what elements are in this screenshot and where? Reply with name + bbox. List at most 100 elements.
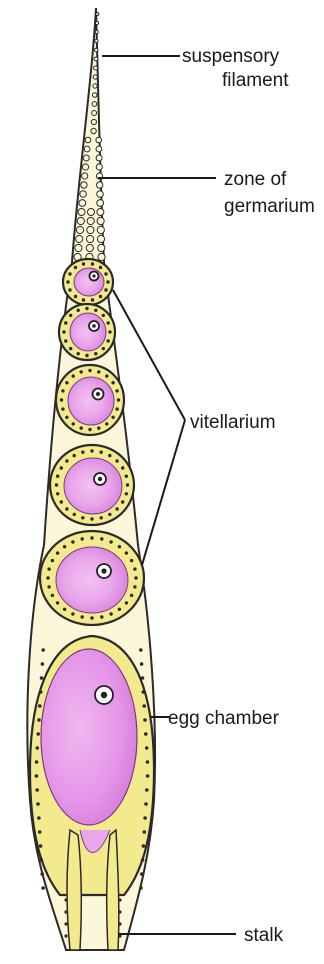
follicle-cell-dot bbox=[117, 398, 120, 401]
germ-cell bbox=[76, 226, 83, 233]
follicle-cell-dot bbox=[90, 616, 93, 619]
germ-cell bbox=[84, 146, 90, 152]
follicle-cell-dot bbox=[108, 513, 111, 516]
follicle-cell-dot bbox=[64, 339, 67, 342]
germ-cell bbox=[83, 155, 89, 161]
follicle-cell-dot bbox=[104, 288, 107, 291]
follicle-cell-dot bbox=[115, 507, 118, 510]
follicle-cell-dot bbox=[97, 370, 100, 373]
germ-cell bbox=[97, 217, 104, 224]
follicle-cell-dot bbox=[55, 483, 58, 486]
label-zone-line2: germarium bbox=[224, 196, 315, 217]
follicle-cell-dot bbox=[64, 321, 67, 324]
follicle-cell-dot bbox=[107, 339, 110, 342]
follicle-cell-dot bbox=[94, 309, 97, 312]
follicle-cell-dot bbox=[60, 398, 63, 401]
follicle-cell-dot bbox=[56, 475, 59, 478]
follicle-cell-dot bbox=[73, 513, 76, 516]
follicle-cell-dot bbox=[68, 288, 71, 291]
germ-cell bbox=[91, 128, 96, 133]
follicle-cell-dot bbox=[82, 262, 85, 265]
follicle-cell-dot bbox=[111, 416, 114, 419]
follicle-cell-dot bbox=[121, 500, 124, 503]
follicle-cell-dot bbox=[140, 662, 144, 666]
follicle-cell-dot bbox=[139, 648, 143, 652]
germ-cell bbox=[79, 200, 86, 207]
follicle-cell-dot bbox=[143, 718, 147, 722]
follicle-cell-dot bbox=[41, 886, 45, 890]
follicle-cell-dot bbox=[130, 594, 133, 597]
follicle-cell-dot bbox=[80, 426, 83, 429]
follicle-cell-dot bbox=[109, 540, 112, 543]
follicle-cell-dot bbox=[64, 910, 67, 913]
follicle-cell-dot bbox=[51, 594, 54, 597]
follicle-cell-dot bbox=[99, 295, 102, 298]
follicle-cell-dot bbox=[71, 540, 74, 543]
germ-cell bbox=[87, 235, 94, 242]
germ-cell bbox=[87, 226, 94, 233]
germ-cell bbox=[97, 200, 104, 207]
follicle-cell-dot bbox=[140, 872, 144, 876]
follicle-cell-dot bbox=[40, 858, 44, 862]
follicle-cell-dot bbox=[115, 389, 118, 392]
follicle-cell-dot bbox=[108, 330, 111, 333]
germ-cell bbox=[91, 119, 96, 124]
follicle-cell-dot bbox=[69, 347, 72, 350]
follicle-cell-dot bbox=[142, 690, 146, 694]
follicle-cell-dot bbox=[142, 844, 146, 848]
follicle-cell-dot bbox=[81, 537, 84, 540]
follicle-cell-dot bbox=[74, 266, 77, 269]
germ-cell bbox=[78, 209, 85, 216]
follicle-cell-dot bbox=[56, 551, 59, 554]
follicle-cell-dot bbox=[88, 428, 91, 431]
follicle-cell-dot bbox=[139, 886, 143, 890]
follicle-cell-dot bbox=[105, 422, 108, 425]
egg-chamber bbox=[30, 636, 154, 895]
follicle-cell-dot bbox=[105, 374, 108, 377]
follicle-cell-dot bbox=[66, 280, 69, 283]
follicle-cell-dot bbox=[85, 354, 88, 357]
follicle-cell-dot bbox=[108, 454, 111, 457]
follicle-cell-dot bbox=[144, 802, 148, 806]
follicle-cell-dot bbox=[74, 295, 77, 298]
germ-cell bbox=[93, 84, 97, 88]
follicle-cell-dot bbox=[64, 922, 67, 925]
germ-cell bbox=[97, 182, 103, 188]
germ-cell bbox=[92, 93, 97, 98]
follicle-cell-dot bbox=[56, 492, 59, 495]
germ-cell bbox=[82, 173, 88, 179]
follicle-cell-dot bbox=[145, 746, 149, 750]
germ-cell bbox=[85, 137, 91, 143]
label-suspensory-line2: filament bbox=[222, 70, 289, 91]
follicle-cell-dot bbox=[118, 608, 121, 611]
follicle-cell-dot bbox=[40, 872, 44, 876]
follicle-cell-dot bbox=[90, 517, 93, 520]
follicle-cell-dot bbox=[73, 454, 76, 457]
follicle-cell-dot bbox=[72, 422, 75, 425]
follicle-cell-dot bbox=[64, 898, 67, 901]
follicle-cell-dot bbox=[134, 576, 137, 579]
follicle-5 bbox=[40, 531, 144, 625]
germ-cell bbox=[96, 137, 102, 143]
germ-cell bbox=[94, 57, 98, 61]
germ-cell bbox=[97, 235, 104, 242]
follicle-cell-dot bbox=[47, 567, 50, 570]
follicle-cell-dot bbox=[111, 381, 114, 384]
germ-cell bbox=[98, 253, 105, 260]
germ-cell bbox=[75, 244, 82, 251]
follicle-2 bbox=[59, 304, 115, 360]
follicle-cell-dot bbox=[63, 545, 66, 548]
follicle-cell-dot bbox=[106, 280, 109, 283]
germ-cell bbox=[96, 146, 102, 152]
follicle-cell-dot bbox=[100, 537, 103, 540]
follicle-cell-dot bbox=[36, 732, 40, 736]
germ-cell bbox=[96, 155, 102, 161]
germ-cell bbox=[81, 182, 87, 188]
germ-cell bbox=[94, 48, 98, 52]
follicle-cell-dot bbox=[141, 676, 145, 680]
follicle-cell-dot bbox=[68, 272, 71, 275]
germ-cell bbox=[80, 191, 87, 198]
germ-cell bbox=[94, 66, 98, 70]
follicle-cell-dot bbox=[118, 545, 121, 548]
